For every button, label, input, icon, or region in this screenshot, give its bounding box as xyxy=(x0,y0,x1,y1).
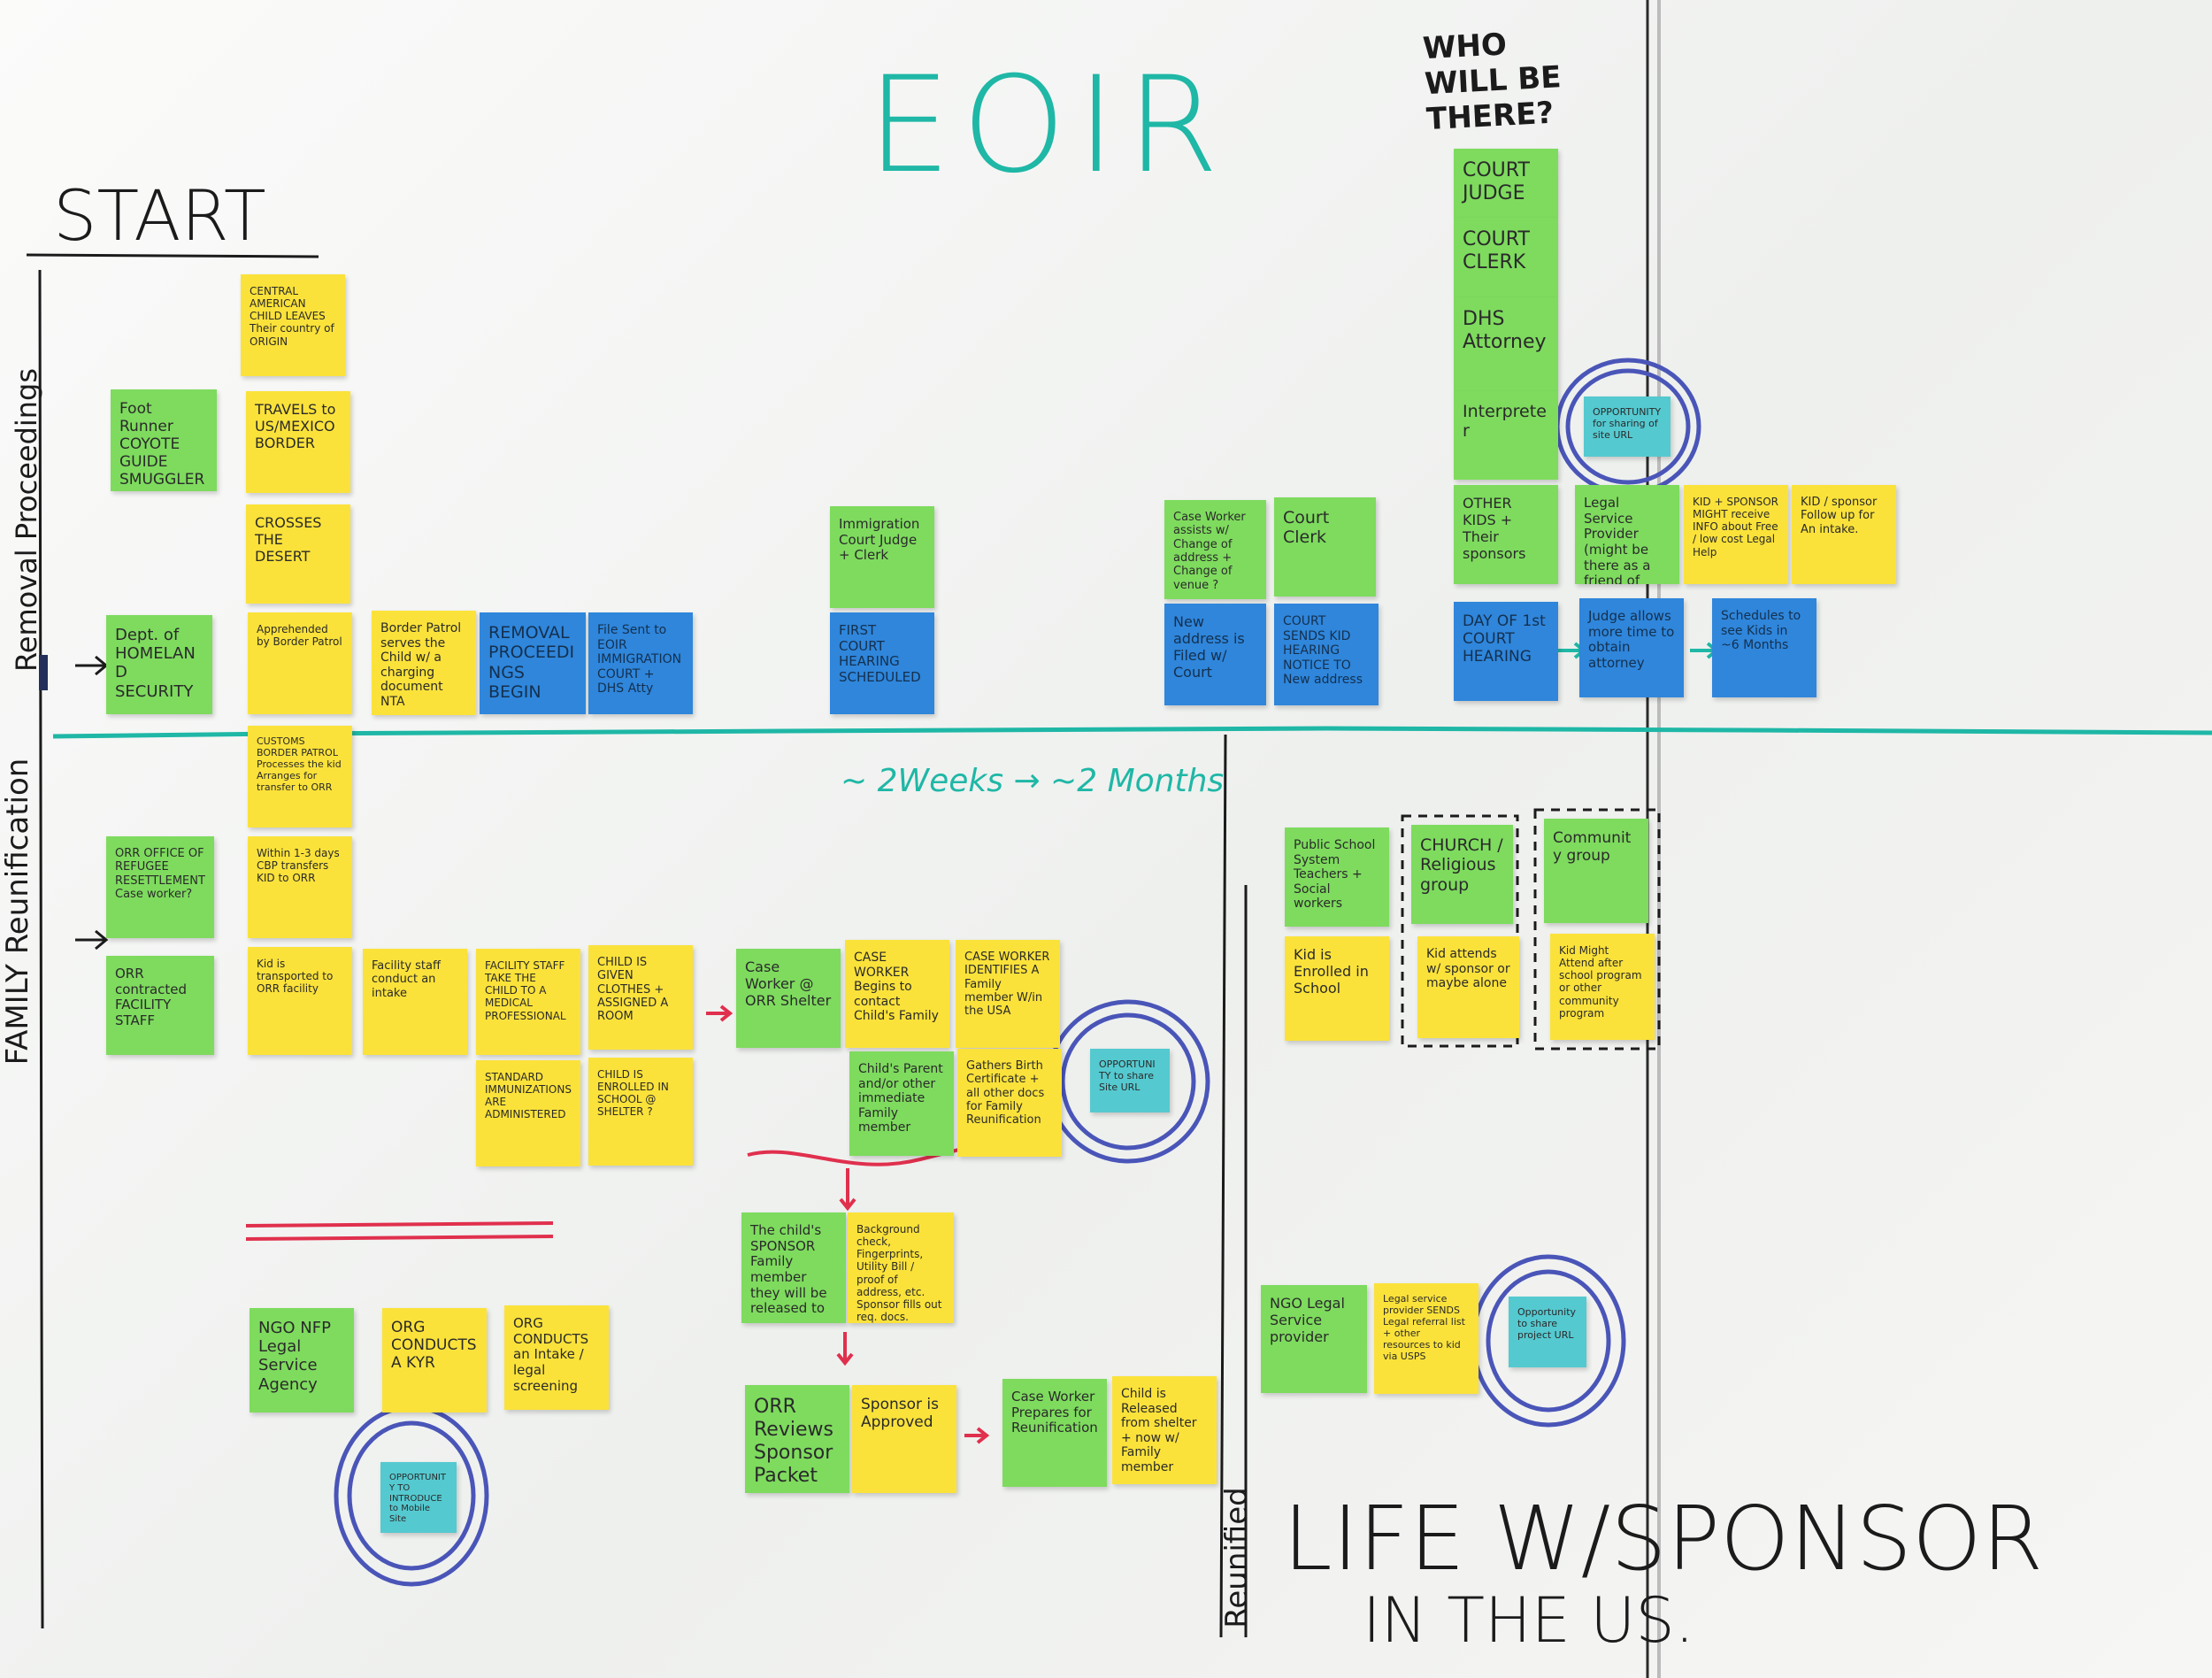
sticky-note: CHURCH / Religious group xyxy=(1411,825,1513,924)
sticky-note: Immigration Court Judge + Clerk xyxy=(830,506,934,608)
sticky-note: CROSSES THE DESERT xyxy=(246,504,350,604)
sticky-note: Case Worker assists w/ Change of address… xyxy=(1164,500,1266,599)
sticky-note: CENTRAL AMERICAN CHILD LEAVES Their coun… xyxy=(241,274,345,376)
sticky-note: KID + SPONSOR MIGHT receive INFO about F… xyxy=(1684,485,1788,584)
sticky-note: DAY OF 1st COURT HEARING xyxy=(1454,602,1558,701)
sticky-note: Opportunity to share project URL xyxy=(1509,1297,1586,1367)
sticky-note: Border Patrol serves the Child w/ a char… xyxy=(372,611,476,715)
sticky-note: OPPORTUNITY to share Site URL xyxy=(1090,1049,1170,1112)
sticky-note: OTHER KIDS + Their sponsors xyxy=(1454,485,1558,584)
family-reunification-lane-label: FAMILY Reunification xyxy=(0,758,35,1066)
sticky-note: OPPORTUNITY for sharing of site URL xyxy=(1584,396,1671,457)
sticky-note: Case Worker @ ORR Shelter xyxy=(736,949,841,1048)
sticky-note: CHILD IS ENROLLED IN SCHOOL @ SHELTER ? xyxy=(588,1058,693,1166)
sticky-note: STANDARD IMMUNIZATIONS ARE ADMINISTERED xyxy=(476,1060,580,1166)
sticky-note: Foot Runner COYOTE GUIDE SMUGGLER xyxy=(111,389,217,491)
sticky-note: ORG CONDUCTS A KYR xyxy=(382,1308,487,1412)
in-the-us-heading: IN THE US. xyxy=(1363,1584,1695,1657)
reunified-label: Reunified xyxy=(1219,1487,1255,1628)
who-will-be-there-heading: WHO WILL BE THERE? xyxy=(1421,27,1563,138)
sticky-note: Kid is Enrolled in School xyxy=(1285,936,1389,1041)
sticky-note: Sponsor is Approved xyxy=(852,1385,956,1493)
sticky-note: Schedules to see Kids in ~6 Months xyxy=(1712,598,1816,697)
sticky-note: COURT CLERK xyxy=(1454,218,1558,297)
swimlane-divider xyxy=(52,726,2212,739)
sticky-note: Court Clerk xyxy=(1274,497,1376,597)
sticky-note: DHS Attorney xyxy=(1454,297,1558,391)
sticky-note: Apprehended by Border Patrol xyxy=(248,612,352,714)
sticky-note: ORR contracted FACILITY STAFF xyxy=(106,956,214,1055)
sticky-note: OPPORTUNITY TO INTRODUCE to Mobile Site xyxy=(380,1462,457,1533)
sticky-note: CASE WORKER IDENTIFIES A Family member W… xyxy=(956,940,1060,1048)
sticky-note: TRAVELS to US/MEXICO BORDER xyxy=(246,391,350,493)
sticky-note: Kid is transported to ORR facility xyxy=(248,947,352,1055)
eoir-heading: EOIR xyxy=(867,49,1230,203)
sticky-note: COURT JUDGE xyxy=(1454,149,1558,218)
sticky-note: REMOVAL PROCEEDINGS BEGIN xyxy=(480,612,586,714)
sticky-note: ORR Reviews Sponsor Packet xyxy=(745,1385,849,1493)
sticky-note: Within 1-3 days CBP transfers KID to ORR xyxy=(248,836,352,938)
sticky-note: CASE WORKER Begins to contact Child's Fa… xyxy=(845,940,949,1048)
sticky-note: Background check, Fingerprints, Utility … xyxy=(848,1212,954,1323)
sticky-note: ORR OFFICE OF REFUGEE RESETTLEMENT Case … xyxy=(106,836,214,938)
sticky-note: KID / sponsor Follow up for An intake. xyxy=(1792,485,1896,584)
sticky-note: COURT SENDS KID HEARING NOTICE TO New ad… xyxy=(1274,604,1379,705)
sticky-note: Legal service provider SENDS Legal refer… xyxy=(1374,1283,1479,1394)
sticky-note: Kid Might Attend after school program or… xyxy=(1550,934,1655,1040)
start-heading: START xyxy=(53,177,266,257)
sticky-note: CHILD IS GIVEN CLOTHES + ASSIGNED A ROOM xyxy=(588,945,693,1050)
sticky-note: Public School System Teachers + Social w… xyxy=(1285,827,1389,927)
sticky-note: Legal Service Provider (might be there a… xyxy=(1575,485,1679,584)
removal-proceedings-lane-label: Removal Proceedings xyxy=(10,367,43,672)
duration-label: ~ 2Weeks → ~2 Months xyxy=(841,763,1225,799)
sticky-note: Child's Parent and/or other immediate Fa… xyxy=(849,1051,954,1156)
sticky-note: NGO Legal Service provider xyxy=(1261,1285,1367,1393)
sticky-note: Community group xyxy=(1544,819,1648,923)
sticky-note: Judge allows more time to obtain attorne… xyxy=(1579,598,1684,697)
sticky-note: Case Worker Prepares for Reunification xyxy=(1002,1379,1107,1487)
sticky-note: NGO NFP Legal Service Agency xyxy=(250,1308,354,1412)
sticky-note: FIRST COURT HEARING SCHEDULED xyxy=(830,612,934,714)
sticky-note: Interpreter xyxy=(1454,391,1558,480)
sticky-note: Gathers Birth Certificate + all other do… xyxy=(957,1049,1062,1157)
sticky-note: Kid attends w/ sponsor or maybe alone xyxy=(1417,936,1519,1038)
sticky-note: The child's SPONSOR Family member they w… xyxy=(741,1212,846,1323)
sticky-note: File Sent to EOIR IMMIGRATION COURT + DH… xyxy=(588,612,693,714)
sticky-note: FACILITY STAFF TAKE THE CHILD TO A MEDIC… xyxy=(476,949,580,1055)
life-with-sponsor-heading: LIFE W/SPONSOR xyxy=(1283,1487,2044,1590)
sticky-note: New address is Filed w/ Court xyxy=(1164,604,1266,705)
sticky-note: Child is Released from shelter + now w/ … xyxy=(1112,1376,1217,1484)
sticky-note: ORG CONDUCTS an Intake / legal screening xyxy=(504,1305,609,1410)
sticky-note: Facility staff conduct an intake xyxy=(363,949,467,1055)
sticky-note: Dept. of HOMELAND SECURITY xyxy=(106,615,212,714)
sticky-note: CUSTOMS BORDER PATROL Processes the kid … xyxy=(248,726,352,827)
